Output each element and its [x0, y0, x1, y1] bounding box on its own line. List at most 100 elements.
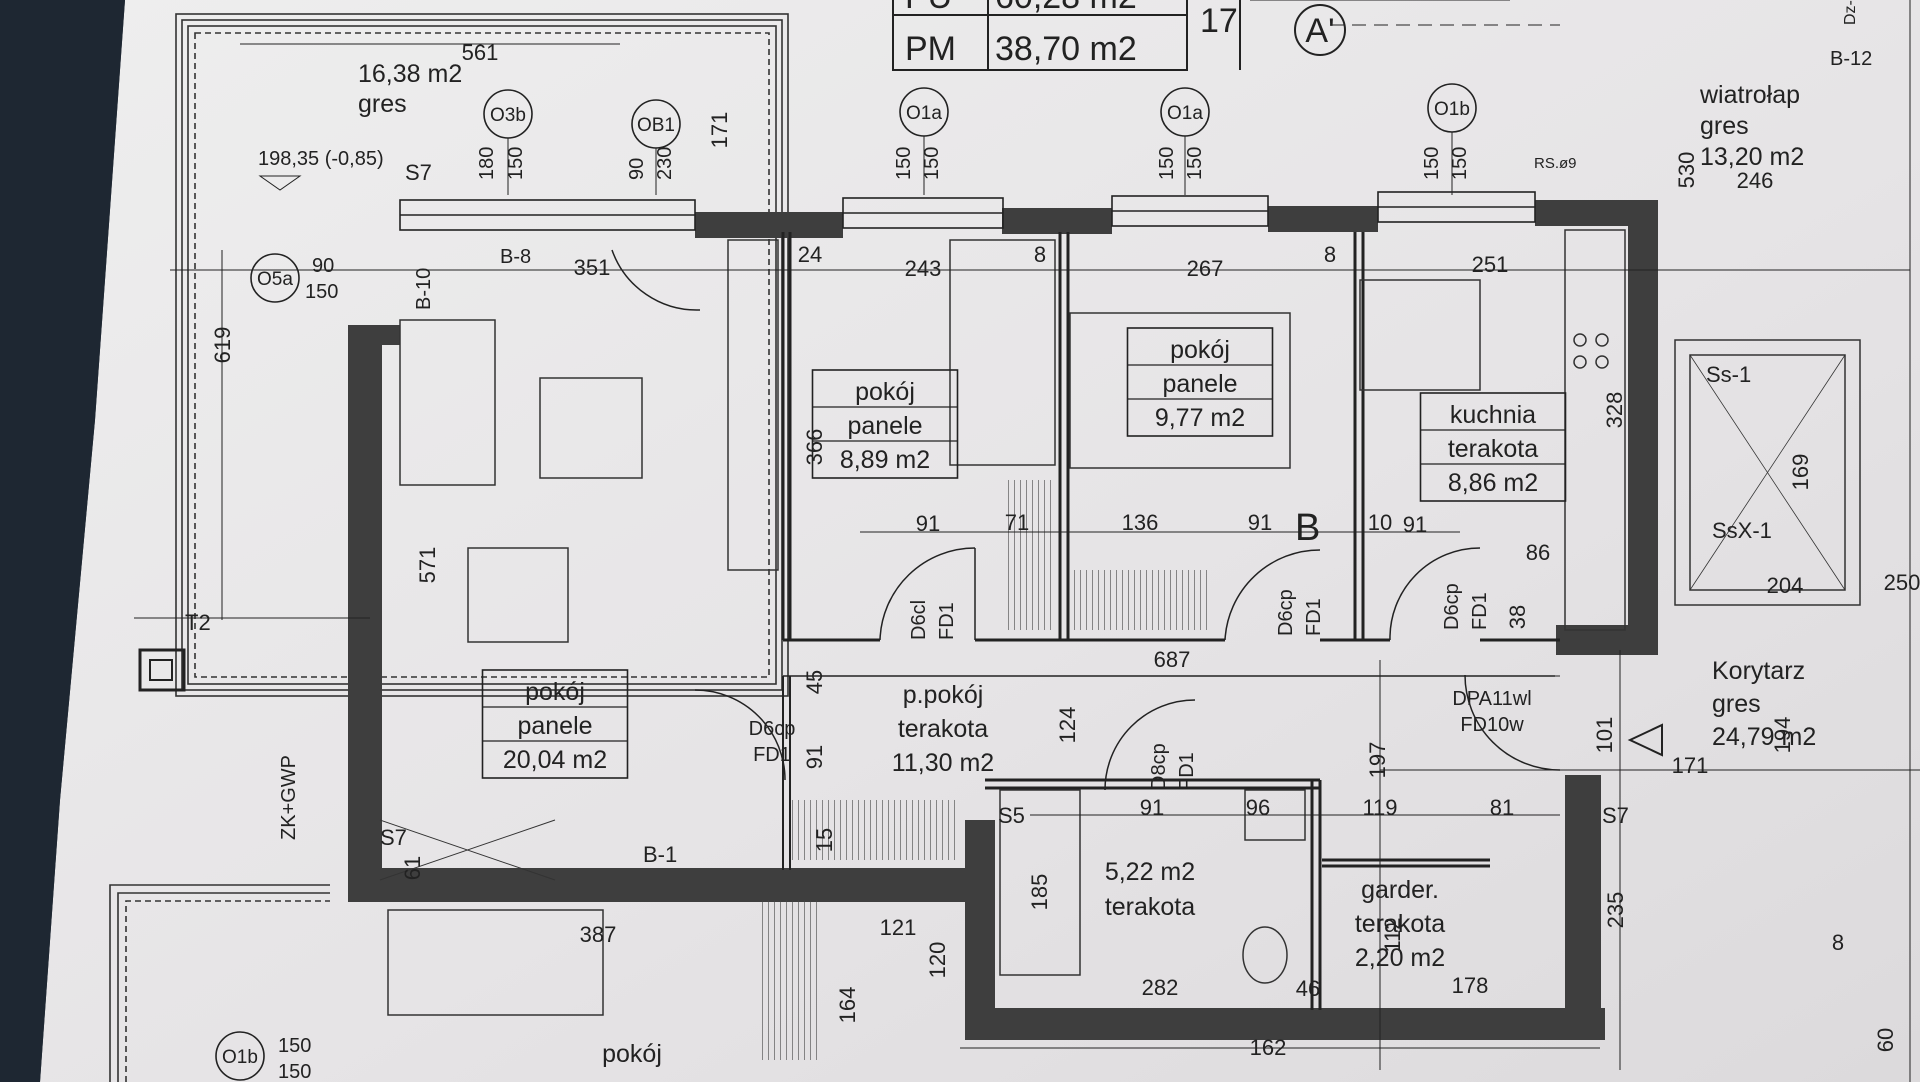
- window-dim: 230: [654, 147, 676, 180]
- o1b-dim: 150: [278, 1035, 311, 1057]
- furniture: [379, 229, 1861, 1016]
- dimension-label: 235: [1603, 892, 1628, 929]
- ssx1-label: SsX-1: [1712, 518, 1772, 543]
- room-label-line: wiatrołap: [1699, 81, 1800, 109]
- window-tag: OB1: [631, 99, 681, 195]
- window-tag-label: O1b: [222, 1047, 258, 1068]
- pu-area: 60,28 m2: [995, 0, 1137, 16]
- dimension-label: 38: [1505, 605, 1530, 629]
- dimension-label: 687: [1154, 647, 1191, 672]
- dimension-label: 619: [210, 327, 235, 364]
- window-tag: O1a: [899, 87, 949, 195]
- paper-shadow: [0, 0, 150, 1082]
- s7-label: S7: [405, 160, 432, 185]
- door-tag: DPA11wl: [1452, 688, 1531, 710]
- partitions: [781, 232, 1560, 1010]
- dimension-label: 387: [580, 922, 617, 947]
- window-tag-label: O5a: [257, 269, 293, 290]
- window-tag-label: O1a: [906, 103, 942, 124]
- dimension-label: 81: [1490, 795, 1514, 820]
- dimension-label: 366: [802, 429, 827, 466]
- window-tag-label: O1b: [1434, 99, 1470, 120]
- dimension-label: 164: [835, 987, 860, 1024]
- dimension-label: 10: [1368, 510, 1392, 535]
- dimension-label: 194: [1770, 717, 1795, 754]
- b-mark: B: [1295, 507, 1320, 549]
- dimension-label: 136: [1122, 510, 1159, 535]
- elevator: [1674, 339, 1861, 606]
- window-dim: 150: [893, 147, 915, 180]
- dimension-label: 91: [802, 745, 827, 769]
- dimension-label: 250: [1884, 570, 1920, 595]
- window-tag: O3b: [483, 89, 533, 195]
- desk: [727, 239, 779, 571]
- bed-1: [949, 239, 1056, 466]
- armchair: [467, 547, 569, 643]
- room-label-line: terakota: [1448, 435, 1538, 463]
- dimension-label: 243: [905, 256, 942, 281]
- door-tag: D6cl: [908, 600, 930, 640]
- bed-lower: [387, 909, 604, 1016]
- window-tag-label: OB1: [637, 115, 675, 136]
- dimension-label: 24: [798, 242, 822, 267]
- dimension-label: 246: [1737, 168, 1774, 193]
- dimension-label: 162: [1250, 1035, 1287, 1060]
- room-label-line: pokój: [525, 678, 585, 706]
- room-label-line: pokój: [602, 1040, 662, 1068]
- toilet: [1242, 926, 1288, 984]
- room-label-line: p.pokój: [903, 681, 984, 709]
- dimension-label: 8: [1034, 242, 1046, 267]
- dimension-label: 61: [400, 856, 425, 880]
- room-label-line: 2,20 m2: [1355, 944, 1445, 972]
- room-label-line: terakota: [1105, 893, 1195, 921]
- room-room-lower: pokój: [602, 1040, 662, 1068]
- pu-label: PU: [905, 0, 952, 16]
- dimension-label: 91: [1403, 512, 1427, 537]
- zk-label: ZK+GWP: [278, 755, 300, 840]
- room-label-line: garder.: [1361, 876, 1439, 904]
- dimension-label: 71: [1005, 510, 1029, 535]
- door-swings: [611, 249, 1561, 791]
- level-label: 198,35 (-0,85): [258, 148, 384, 170]
- room-label-line: Korytarz: [1712, 657, 1805, 685]
- dimension-label: 91: [1248, 510, 1272, 535]
- coffee-table: [539, 377, 643, 479]
- drain-symbol: [138, 648, 186, 692]
- dimension-label: 169: [1788, 454, 1813, 491]
- closet-hatch: [1070, 570, 1210, 630]
- room-kitchen: kuchnia terakota 8,86 m2: [1419, 392, 1567, 502]
- dimension-label: 60: [1873, 1028, 1898, 1052]
- dimension-lines: [134, 0, 1920, 1082]
- bathtub: [999, 789, 1081, 976]
- door-tag: FD1: [753, 744, 791, 766]
- dimension-label: 185: [1027, 874, 1052, 911]
- section-marker-circle: [1294, 4, 1346, 56]
- dimension-label: 204: [1767, 573, 1804, 598]
- misc-labels: 198,35 (-0,85) RS.ø9 B B-8 B-10 B-1 B-12…: [185, 0, 1872, 1082]
- room-label-line: 8,86 m2: [1448, 469, 1538, 497]
- b10-label: B-10: [413, 268, 435, 310]
- dimension-label: 120: [925, 942, 950, 979]
- room-label-line: 11,30 m2: [892, 749, 994, 777]
- room-label-line: gres: [1700, 112, 1749, 140]
- dimension-label: 112: [1380, 917, 1405, 952]
- room-label-line: 20,04 m2: [503, 746, 607, 774]
- lower-terrace-outline: [109, 884, 330, 1082]
- window-dim: 90: [626, 158, 648, 180]
- sofa: [399, 319, 496, 486]
- room-label-line: kuchnia: [1450, 401, 1536, 429]
- room-label-line: gres: [358, 90, 407, 118]
- door-tag: FD1: [1303, 598, 1325, 636]
- door-tag: D6cp: [749, 718, 796, 740]
- room-label-line: 8,89 m2: [840, 446, 930, 474]
- unit-number: 17: [1200, 2, 1238, 40]
- door-tag: FD10w: [1460, 714, 1524, 736]
